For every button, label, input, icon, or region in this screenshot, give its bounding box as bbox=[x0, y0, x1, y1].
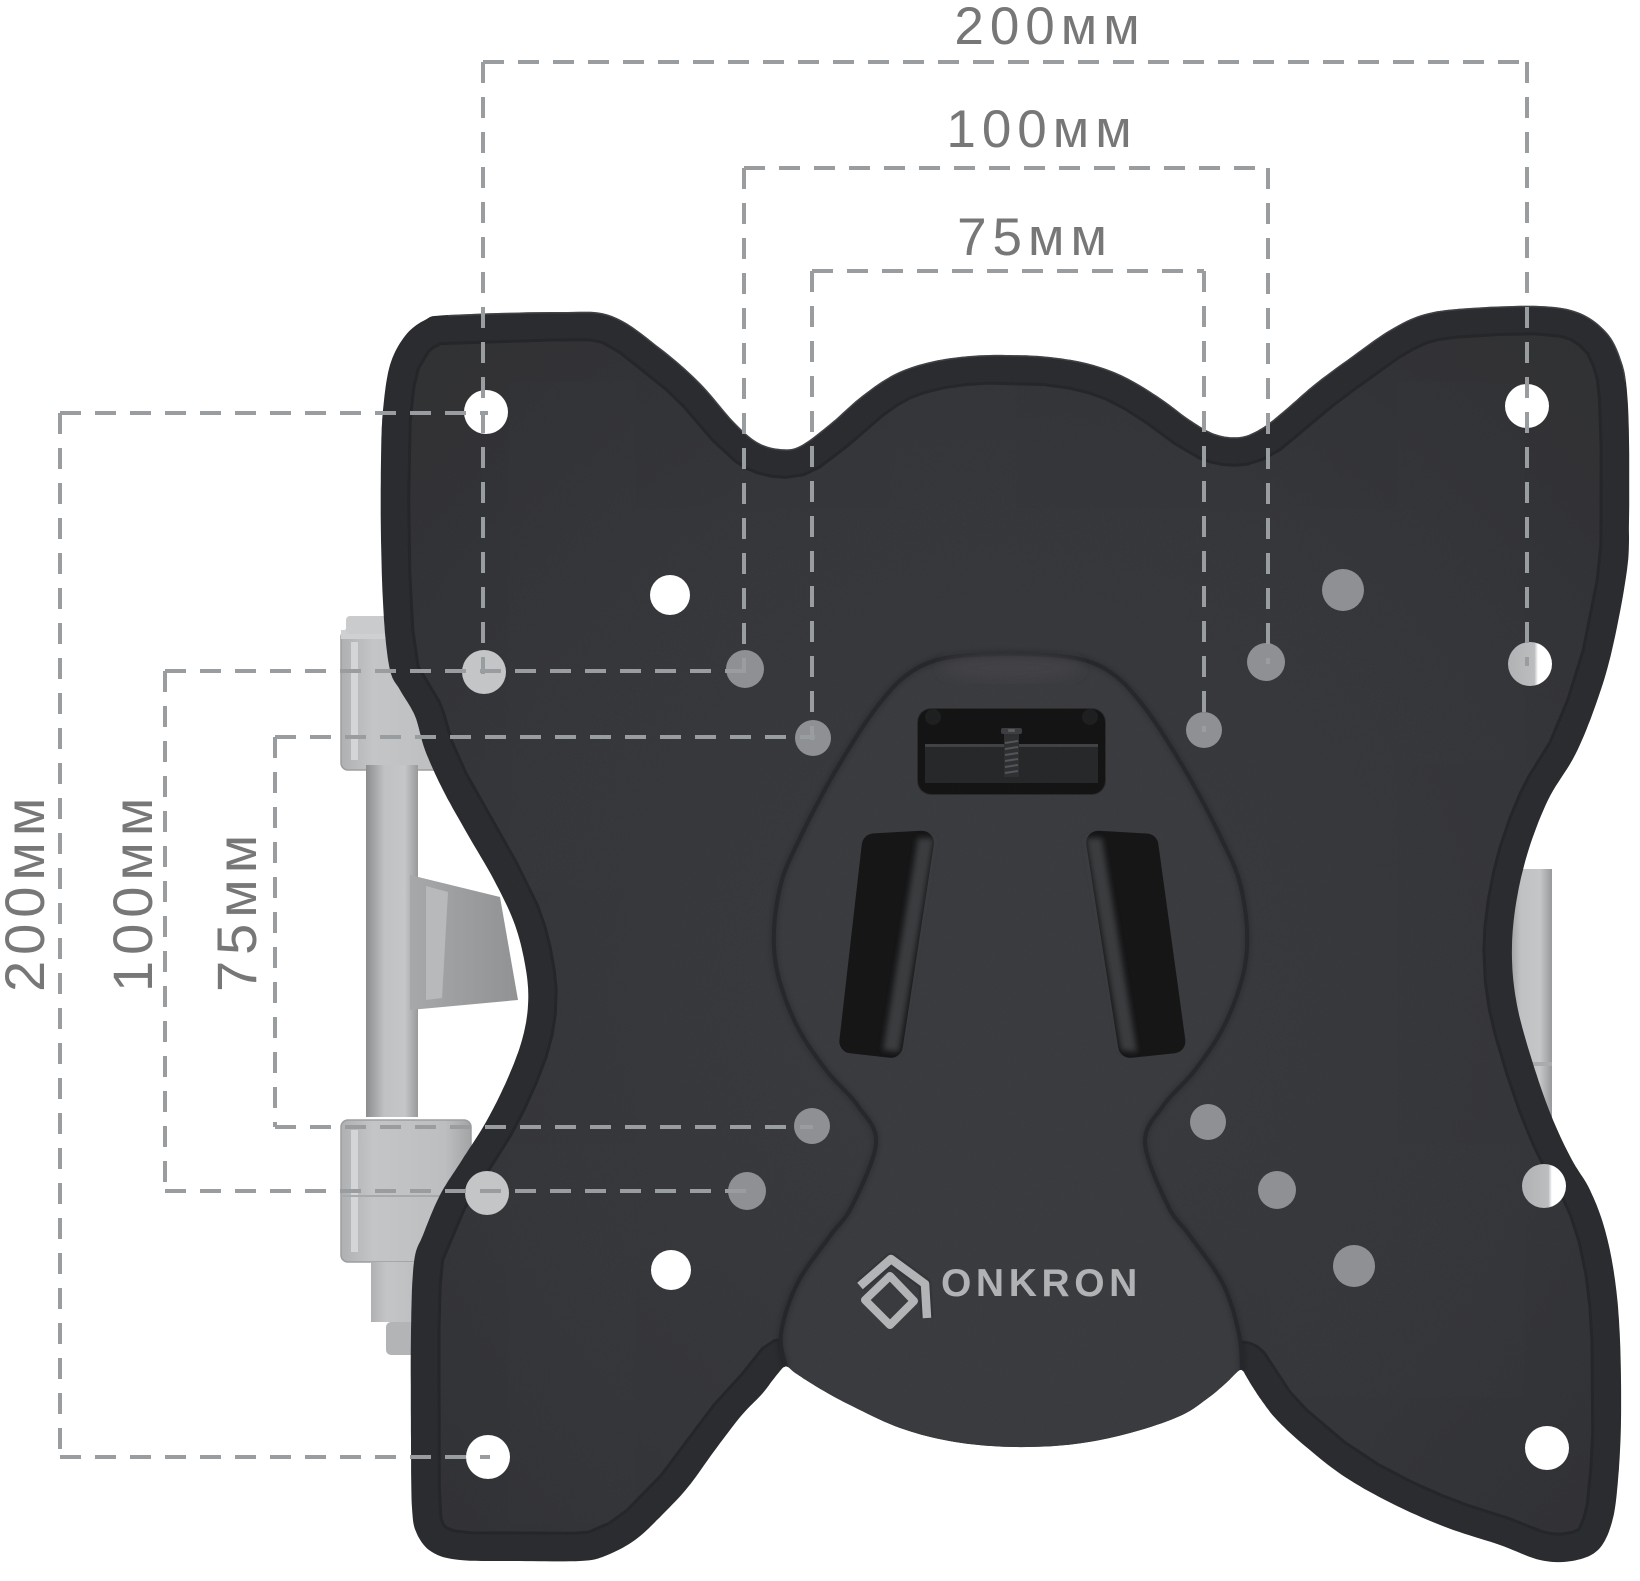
svg-text:75мм: 75мм bbox=[205, 829, 268, 992]
svg-text:200мм: 200мм bbox=[954, 0, 1145, 56]
svg-text:100мм: 100мм bbox=[946, 100, 1137, 159]
svg-text:ONKRON: ONKRON bbox=[941, 1262, 1142, 1305]
svg-text:200мм: 200мм bbox=[0, 792, 56, 992]
svg-text:100мм: 100мм bbox=[101, 792, 164, 992]
svg-text:75мм: 75мм bbox=[957, 208, 1113, 267]
